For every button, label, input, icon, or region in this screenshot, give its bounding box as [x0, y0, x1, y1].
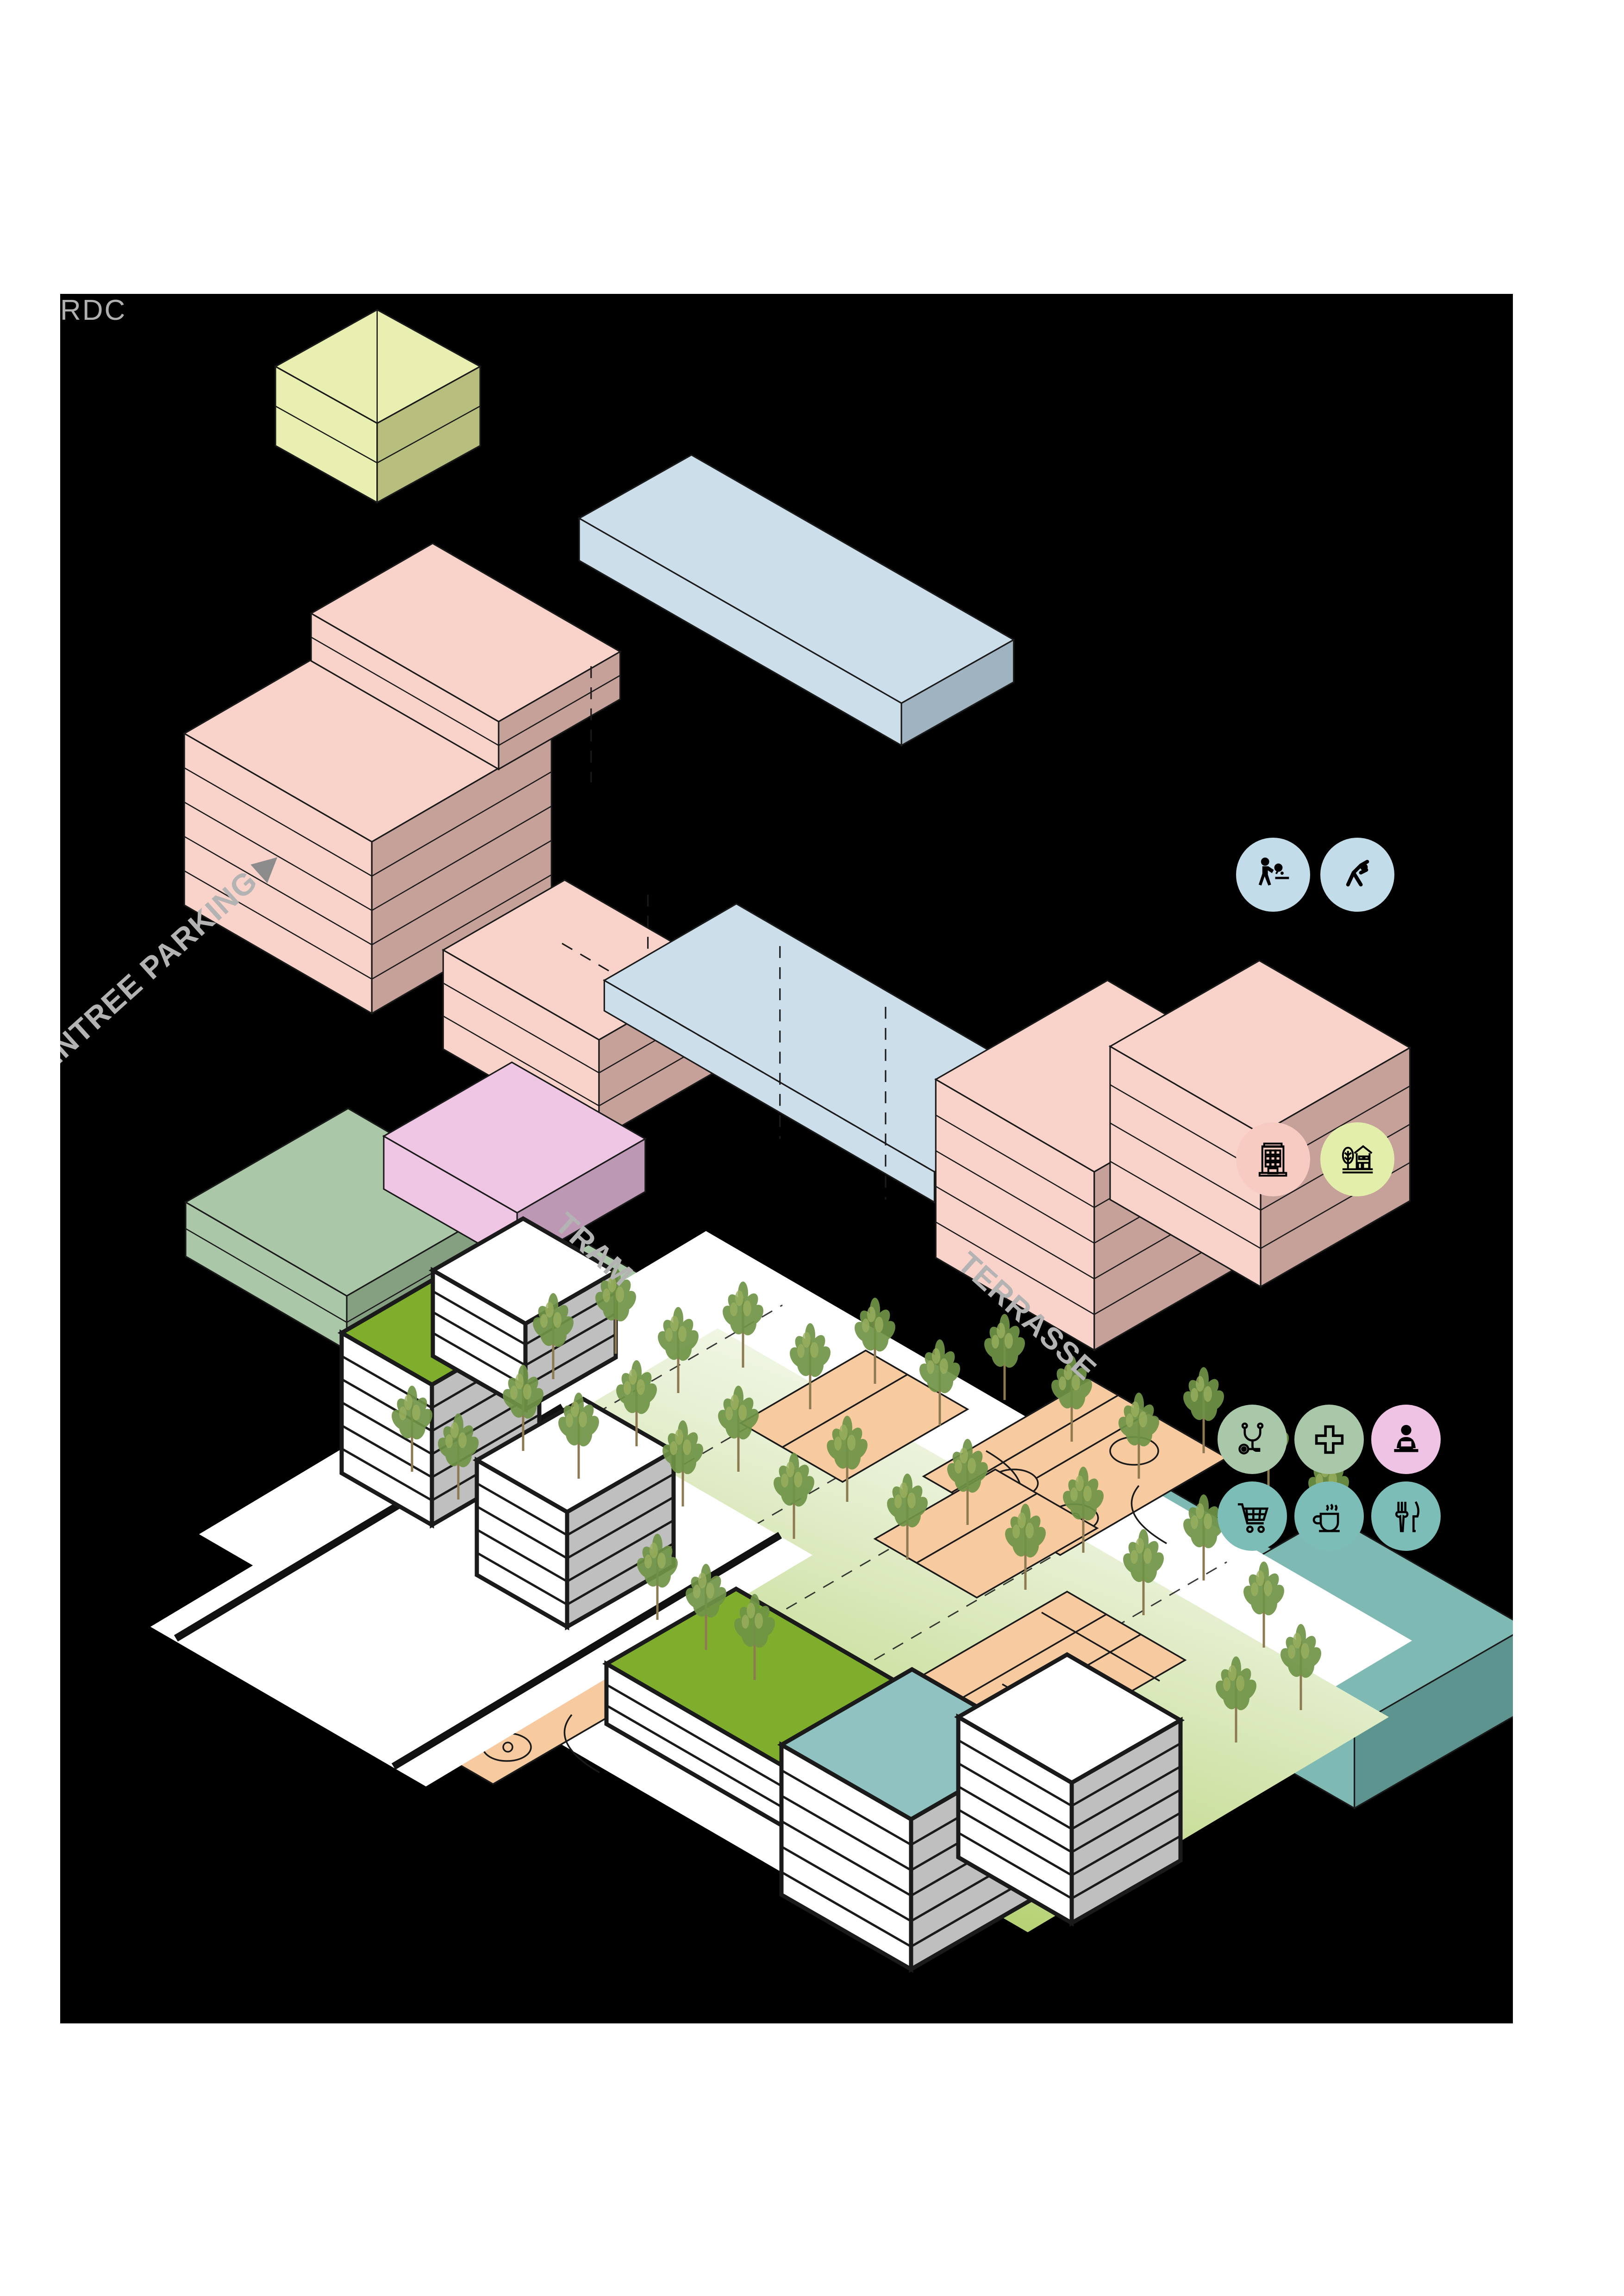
site-plan-layer: [150, 1216, 1412, 1973]
volume-yellow-cube: [274, 309, 482, 504]
volume-pink-step: [309, 542, 622, 783]
multisport-court: [739, 1349, 969, 1483]
table-tennis-icon[interactable]: [1236, 838, 1310, 912]
stretching-icon[interactable]: [1320, 838, 1394, 912]
multisport-court: [873, 1468, 1099, 1599]
diagram-canvas: .tp{stroke:#1a1a1a;stroke-width:1.1} .sd…: [60, 294, 1513, 2023]
building-south-east: [954, 1652, 1185, 1927]
medical-cross-icon[interactable]: [1294, 1405, 1364, 1474]
volume-blue-bar: [577, 454, 1015, 747]
rdc-level-label: RDC: [60, 294, 127, 326]
stethoscope-icon[interactable]: [1218, 1405, 1287, 1474]
coffee-cup-icon[interactable]: [1294, 1481, 1364, 1551]
house-tree-icon[interactable]: [1320, 1122, 1394, 1196]
fork-knife-icon[interactable]: [1371, 1481, 1441, 1551]
apartment-building-icon[interactable]: [1236, 1122, 1310, 1196]
building-west-mid: [472, 1396, 678, 1630]
shopping-cart-icon[interactable]: [1218, 1481, 1287, 1551]
coworking-desk-icon[interactable]: [1371, 1405, 1441, 1474]
